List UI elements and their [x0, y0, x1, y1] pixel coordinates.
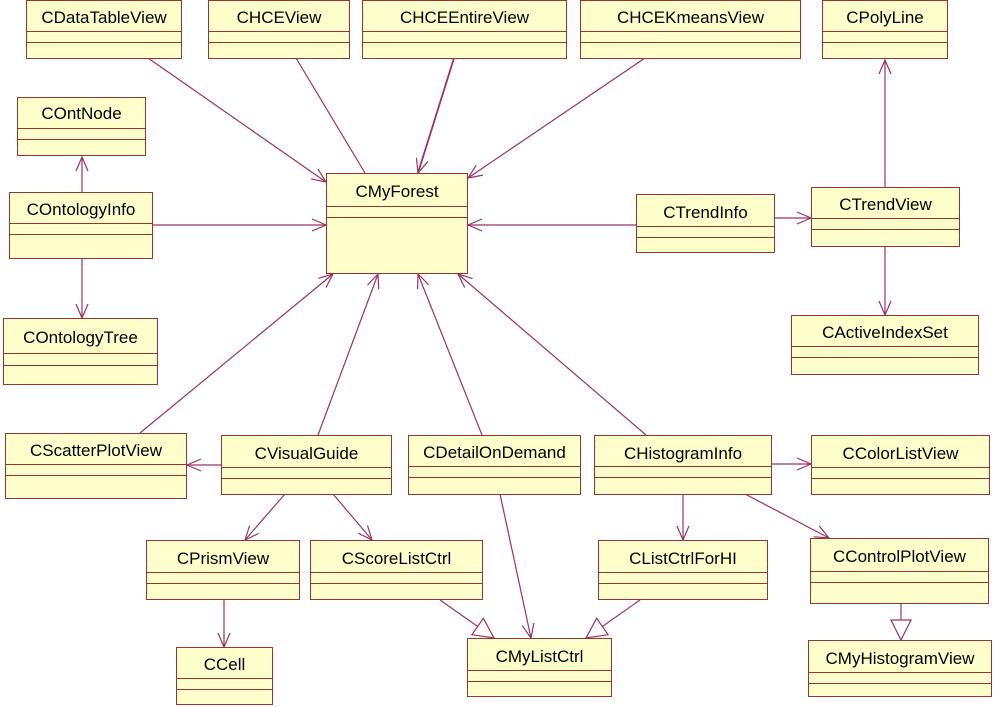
class-chceentireview[interactable]: CHCEEntireView [362, 0, 567, 59]
class-cpolyline[interactable]: CPolyLine [822, 0, 948, 59]
class-cmylistctrl[interactable]: CMyListCtrl [467, 638, 612, 697]
class-ctrendview[interactable]: CTrendView [811, 187, 960, 247]
class-cactiveindexset[interactable]: CActiveIndexSet [791, 315, 979, 375]
class-cscorelistctrl[interactable]: CScoreListCtrl [310, 540, 483, 600]
class-name: CTrendInfo [663, 203, 748, 222]
edge-visualguide-prism [244, 493, 286, 542]
class-name: CDataTableView [41, 8, 167, 27]
edge-detail-mylistctrl [500, 494, 531, 638]
class-name: CScoreListCtrl [341, 549, 452, 568]
class-clistctrlforhi[interactable]: CListCtrlForHI [598, 540, 768, 600]
class-name: CHCEKmeansView [616, 8, 765, 27]
class-cmyhistogramview[interactable]: CMyHistogramView [808, 640, 992, 697]
class-name: CMyListCtrl [495, 647, 584, 666]
edge-scatter-myforest [139, 273, 335, 434]
class-name: CHistogramInfo [623, 444, 743, 463]
class-chcekmeansview[interactable]: CHCEKmeansView [580, 0, 801, 59]
class-name: CScatterPlotView [30, 441, 162, 460]
edge-visualguide-scorelist [333, 494, 372, 540]
class-name: CTrendView [839, 195, 932, 214]
edge-hceentire-myforest [415, 57, 455, 175]
class-cprismview[interactable]: CPrismView [146, 540, 300, 600]
class-cdatatableview[interactable]: CDataTableView [26, 0, 182, 59]
edge-listctrlhi-mylistctrl [584, 599, 641, 639]
class-cvisualguide[interactable]: CVisualGuide [221, 435, 392, 495]
class-name: CPrismView [176, 549, 270, 568]
class-name: CListCtrlForHI [629, 549, 737, 568]
class-name: CMyHistogramView [825, 649, 975, 668]
class-name: CColorListView [842, 444, 959, 463]
class-cscatterplotview[interactable]: CScatterPlotView [5, 433, 187, 499]
class-contnode[interactable]: COntNode [17, 97, 146, 156]
class-name: CControlPlotView [833, 547, 966, 566]
class-chistograminfo[interactable]: CHistogramInfo [594, 435, 772, 495]
class-name: CCell [203, 655, 246, 674]
class-name: CDetailOnDemand [423, 443, 566, 462]
class-ccontrolplotview[interactable]: CControlPlotView [810, 538, 989, 604]
class-ctrendinfo[interactable]: CTrendInfo [636, 194, 775, 253]
edge-hcekmeans-myforest [466, 57, 646, 179]
class-name: COntNode [41, 104, 122, 123]
class-name: CHCEView [236, 8, 322, 27]
edge-hceview-myforest [295, 57, 366, 174]
class-ccolorlistview[interactable]: CColorListView [811, 435, 990, 495]
class-name: CPolyLine [846, 8, 924, 27]
class-name: CVisualGuide [254, 444, 359, 463]
class-cmyforest[interactable]: CMyForest [326, 173, 468, 274]
edge-scorelist-mylistctrl [439, 599, 496, 639]
class-name: COntologyInfo [26, 200, 136, 219]
class-contologyinfo[interactable]: COntologyInfo [9, 192, 153, 259]
class-name: CHCEEntireView [399, 8, 530, 27]
class-cdetailondemand[interactable]: CDetailOnDemand [408, 435, 581, 495]
class-chceview[interactable]: CHCEView [208, 0, 350, 59]
edge-histinfo-controlplot [744, 493, 831, 539]
class-ccell[interactable]: CCell [176, 647, 273, 705]
edge-datatable-myforest [147, 57, 328, 183]
class-name: COntologyTree [23, 328, 138, 347]
class-contologytree[interactable]: COntologyTree [3, 318, 158, 385]
edge-histinfo-myforest [456, 273, 647, 436]
edge-detail-myforest [416, 272, 483, 436]
class-name: CActiveIndexSet [822, 323, 948, 342]
class-name: CMyForest [355, 182, 439, 201]
edge-visualguide-myforest [317, 272, 380, 436]
